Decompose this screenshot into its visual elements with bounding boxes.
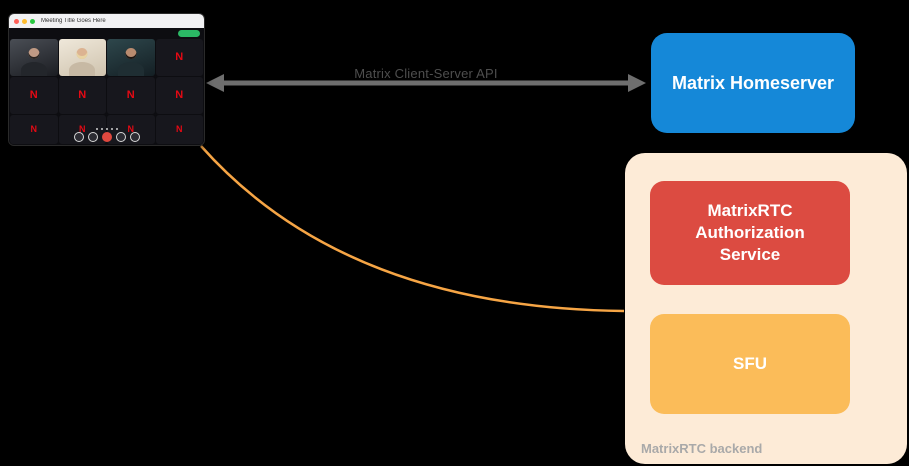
arrowhead-left-icon xyxy=(206,74,224,92)
video-tile: N xyxy=(155,39,203,76)
avatar: N xyxy=(30,124,38,134)
avatar: N xyxy=(126,89,135,101)
sfu-box: SFU xyxy=(650,314,850,414)
browser-titlebar: Meeting Title Goes Here xyxy=(9,14,204,28)
leave-call-button-icon xyxy=(101,132,112,142)
video-tile xyxy=(58,39,107,76)
video-call-window: Meeting Title Goes Here N N N xyxy=(8,13,205,146)
minimize-window-icon xyxy=(22,18,27,24)
sfu-label: SFU xyxy=(733,354,767,373)
client-backend-curve xyxy=(200,145,625,313)
avatar: N xyxy=(78,89,87,101)
avatar: N xyxy=(127,124,135,134)
pagination-dots xyxy=(95,128,118,130)
call-controls xyxy=(9,128,204,142)
video-tile: N xyxy=(155,77,203,114)
join-button xyxy=(178,30,200,37)
video-tile-grid: N N N N N N N N N xyxy=(9,39,204,145)
participant-video xyxy=(59,39,107,76)
backend-label: MatrixRTC backend xyxy=(641,441,763,456)
more-options-button-icon xyxy=(129,132,140,142)
avatar: N xyxy=(175,51,184,63)
homeserver-label: Matrix Homeserver xyxy=(671,72,835,93)
window-title: Meeting Title Goes Here xyxy=(41,18,106,24)
avatar: N xyxy=(79,124,86,134)
screenshare-button-icon xyxy=(115,132,126,142)
participant-video xyxy=(10,39,58,76)
backend-container: MatrixRTC Authorization Service SFU Matr… xyxy=(625,153,907,464)
camera-button-icon xyxy=(87,132,98,142)
video-tile: N xyxy=(155,115,203,144)
call-control-row xyxy=(73,132,140,142)
arrow-label: Matrix Client-Server API xyxy=(354,66,498,81)
video-tile: N xyxy=(58,77,106,114)
auth-service-box: MatrixRTC Authorization Service xyxy=(650,181,850,285)
video-tile: N xyxy=(10,115,58,144)
avatar: N xyxy=(176,124,183,134)
participant-video xyxy=(107,39,155,76)
homeserver-box: Matrix Homeserver xyxy=(651,33,855,133)
video-tile: N xyxy=(107,77,155,114)
arrowhead-right-icon xyxy=(628,74,646,92)
video-tile: N xyxy=(10,77,58,114)
zoom-window-icon xyxy=(30,18,35,24)
video-tile xyxy=(10,39,58,76)
mic-button-icon xyxy=(73,132,84,142)
avatar: N xyxy=(29,89,38,101)
auth-service-label: MatrixRTC Authorization Service xyxy=(695,200,805,265)
close-window-icon xyxy=(14,18,19,24)
avatar: N xyxy=(175,89,184,101)
video-tile xyxy=(107,39,155,76)
call-app-header xyxy=(9,28,204,39)
